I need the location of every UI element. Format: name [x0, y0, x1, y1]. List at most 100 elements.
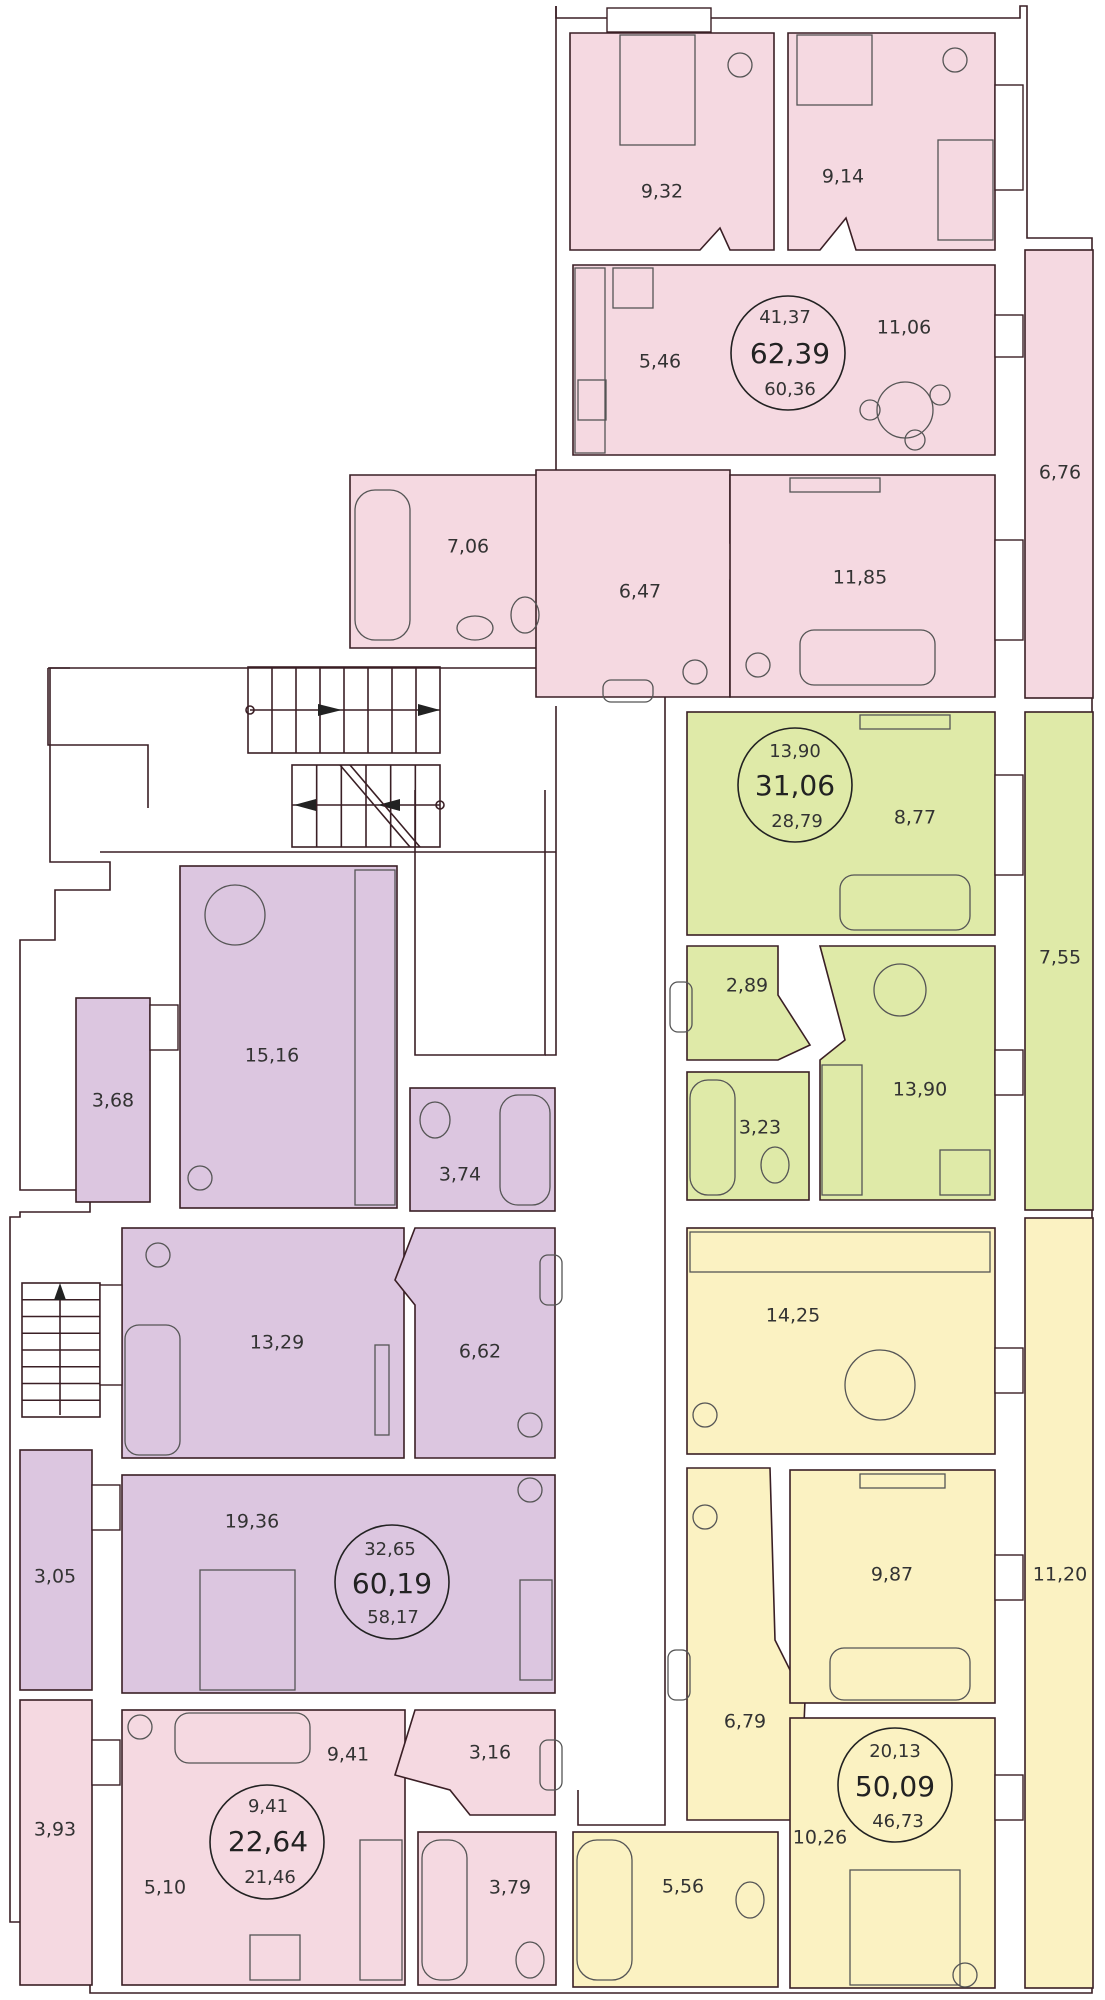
chair-icon: [904, 429, 926, 451]
room-bedroom-4[interactable]: [121, 1474, 556, 1694]
room-kitchen-living[interactable]: [572, 264, 996, 456]
room-area-label: 3,16: [469, 1742, 511, 1764]
total-area: 31,06: [755, 769, 835, 802]
dining-table-icon: [873, 963, 927, 1017]
apartment-pink-bottom[interactable]: [19, 1699, 557, 1986]
reduced-area: 21,46: [244, 1867, 296, 1888]
room-bathroom-2[interactable]: [686, 1071, 810, 1201]
room-loggia-2[interactable]: [1024, 711, 1094, 1211]
tv-icon: [859, 714, 951, 730]
sink-icon: [577, 379, 607, 421]
living-area: 20,13: [869, 1741, 921, 1762]
apartment-yellow[interactable]: [572, 1217, 1094, 1989]
plant-icon: [682, 659, 708, 685]
kitchen-counter-icon: [574, 267, 606, 454]
room-hall-3[interactable]: [394, 1227, 556, 1459]
sofa-icon: [124, 1324, 181, 1456]
plant-icon: [127, 1714, 153, 1740]
plant-icon: [187, 1165, 213, 1191]
furniture: [124, 34, 994, 1988]
room-bathroom-4[interactable]: [572, 1831, 779, 1988]
room-loggia-1[interactable]: [1024, 249, 1094, 699]
dining-table-icon: [204, 884, 266, 946]
room-bathroom-3[interactable]: [409, 1087, 556, 1212]
room-area-label: 11,20: [1033, 1564, 1087, 1586]
room-area-label: 9,87: [871, 1564, 913, 1586]
room-loggia-4[interactable]: [19, 1449, 93, 1691]
room-bathroom-5[interactable]: [417, 1831, 557, 1986]
bed-icon: [849, 1869, 961, 1986]
stairwell-upper: [245, 666, 445, 848]
reduced-area: 58,17: [367, 1607, 419, 1628]
room-area-label: 3,68: [92, 1090, 134, 1112]
room-kitchen-3[interactable]: [179, 865, 398, 1209]
desk-icon: [519, 1579, 553, 1681]
room-bedroom-1[interactable]: [569, 32, 775, 251]
room-area-label: 8,77: [894, 807, 936, 829]
room-kitchen-2[interactable]: [818, 945, 996, 1201]
dining-table-icon: [844, 1349, 916, 1421]
stairwell-left: [21, 1282, 101, 1418]
bed-icon: [199, 1569, 296, 1691]
room-area-label: 7,06: [447, 536, 489, 558]
room-bedroom-5[interactable]: [789, 1469, 996, 1704]
plant-icon: [942, 47, 968, 73]
plant-icon: [692, 1504, 718, 1530]
apartment-purple[interactable]: [19, 865, 556, 1694]
room-area-label: 3,79: [489, 1877, 531, 1899]
living-area: 13,90: [769, 741, 821, 762]
room-area-label: 13,90: [893, 1079, 947, 1101]
bathtub-icon: [421, 1839, 468, 1981]
room-living-1[interactable]: [729, 474, 996, 698]
room-bedroom-3[interactable]: [121, 1227, 405, 1459]
room-bedroom-6[interactable]: [789, 1717, 996, 1989]
area-badge: [730, 295, 846, 411]
room-area-label: 6,76: [1039, 462, 1081, 484]
room-area-label: 15,16: [245, 1045, 299, 1067]
desk-icon: [937, 139, 994, 241]
room-area-label: 9,14: [822, 166, 864, 188]
room-area-label: 10,26: [793, 1827, 847, 1849]
room-hall-4[interactable]: [686, 1467, 806, 1821]
room-area-label: 3,23: [739, 1117, 781, 1139]
toilet-icon: [760, 1146, 790, 1184]
total-area: 62,39: [750, 337, 830, 370]
stair-arrow-icon: [54, 1283, 66, 1300]
room-bedroom-2[interactable]: [787, 32, 996, 251]
room-studio[interactable]: [121, 1709, 406, 1986]
room-loggia-3[interactable]: [75, 997, 151, 1203]
toilet-icon: [515, 1941, 545, 1979]
room-loggia-5[interactable]: [1024, 1217, 1094, 1989]
windows: [91, 7, 1024, 1821]
sofa-icon: [839, 874, 971, 931]
room-living-2[interactable]: [686, 711, 996, 936]
room-hall-5[interactable]: [393, 1709, 556, 1816]
sofa-icon: [829, 1647, 971, 1701]
area-badge: [837, 1727, 953, 1843]
living-area: 32,65: [364, 1539, 416, 1560]
toilet-icon: [419, 1101, 451, 1139]
stair-arrow-icon: [418, 704, 440, 716]
room-area-label: 6,47: [619, 581, 661, 603]
room-loggia-6[interactable]: [19, 1699, 93, 1986]
living-area: 41,37: [759, 307, 811, 328]
apartment-pink-top[interactable]: [349, 32, 1094, 699]
total-area: 22,64: [228, 1825, 308, 1858]
plant-icon: [692, 1402, 718, 1428]
room-area-label: 19,36: [225, 1511, 279, 1533]
toilet-icon: [510, 596, 540, 634]
room-area-label: 11,85: [833, 567, 887, 589]
tv-icon: [789, 477, 881, 493]
room-bathroom-1[interactable]: [349, 474, 559, 649]
room-hall-2[interactable]: [686, 945, 812, 1061]
bed-icon: [796, 34, 873, 106]
room-kitchen-4[interactable]: [686, 1227, 996, 1455]
plant-icon: [952, 1962, 978, 1988]
room-area-label: 2,89: [726, 975, 768, 997]
plant-icon: [517, 1412, 543, 1438]
chair-icon: [929, 384, 951, 406]
room-area-label: 11,06: [877, 317, 931, 339]
kitchen-counter-icon: [821, 1064, 863, 1196]
apartment-green[interactable]: [686, 711, 1094, 1211]
washbasin-icon: [456, 615, 494, 641]
